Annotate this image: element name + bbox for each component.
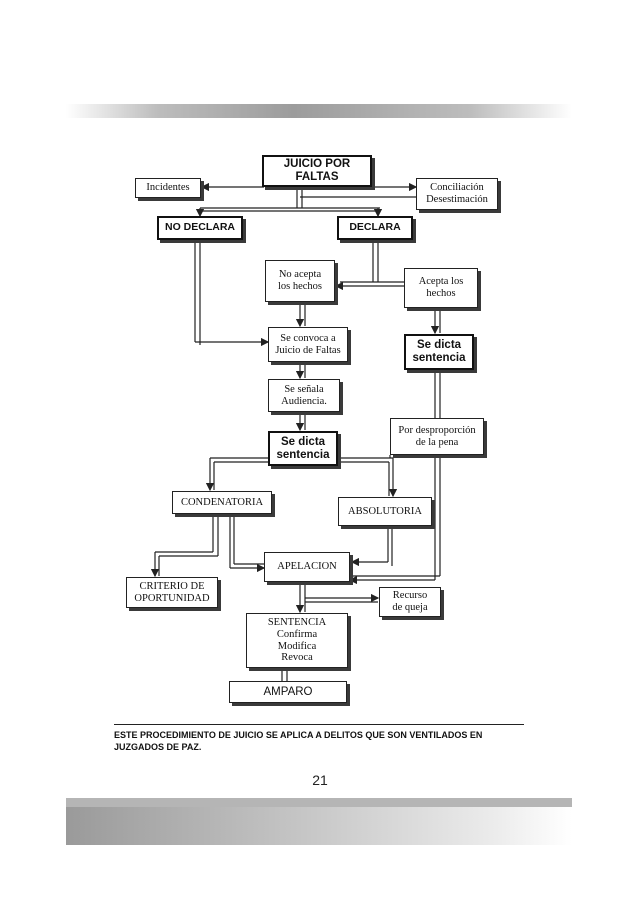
start-node-juicio-por-faltas: JUICIO POR FALTAS (262, 155, 372, 187)
node-conciliacion: Conciliación Desestimación (416, 178, 498, 210)
node-sentencia: SENTENCIA Confirma Modifica Revoca (246, 613, 348, 668)
footnote-rule (114, 724, 524, 725)
node-no-acepta-hechos: No acepta los hechos (265, 260, 335, 302)
footnote-text: ESTE PROCEDIMIENTO DE JUICIO SE APLICA A… (114, 730, 483, 752)
node-recurso-queja: Recurso de queja (379, 587, 441, 617)
node-no-declara: NO DECLARA (157, 216, 243, 240)
node-acepta-hechos: Acepta los hechos (404, 268, 478, 308)
node-absolutoria: ABSOLUTORIA (338, 497, 432, 526)
node-amparo: AMPARO (229, 681, 347, 703)
node-se-dicta-sentencia-2: Se dicta sentencia (268, 431, 338, 466)
footer-decorative-band (66, 807, 572, 845)
node-declara: DECLARA (337, 216, 413, 240)
footer-thin-band (66, 798, 572, 807)
node-desproporcion-pena: Por desproporción de la pena (390, 418, 484, 455)
node-incidentes: Incidentes (135, 178, 201, 198)
node-se-convoca: Se convoca a Juicio de Faltas (268, 327, 348, 362)
node-se-dicta-sentencia-1: Se dicta sentencia (404, 334, 474, 370)
node-se-senala-audiencia: Se señala Audiencia. (268, 379, 340, 412)
node-apelacion: APELACION (264, 552, 350, 582)
node-condenatoria: CONDENATORIA (172, 491, 272, 514)
page-number: 21 (312, 772, 328, 788)
node-criterio-oportunidad: CRITERIO DE OPORTUNIDAD (126, 577, 218, 608)
header-decorative-band (66, 104, 572, 118)
